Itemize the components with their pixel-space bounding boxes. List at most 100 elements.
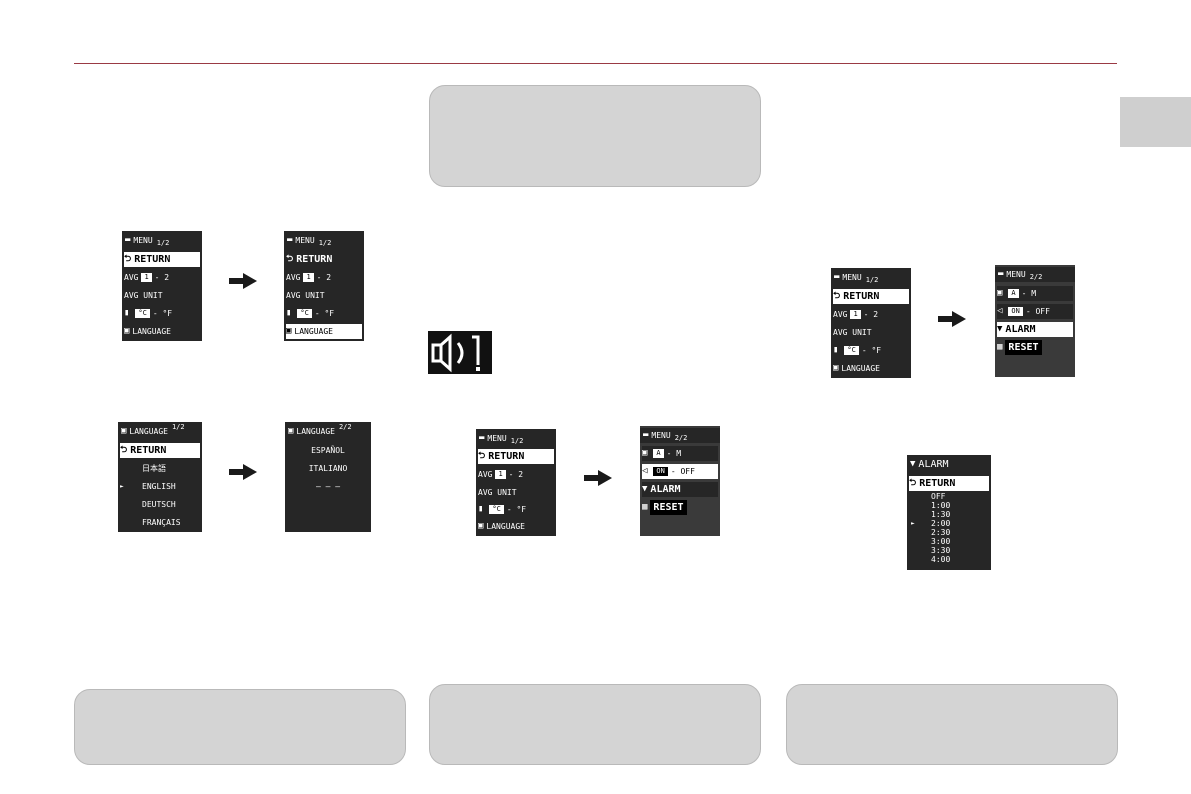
menu-item-avg-unit[interactable]: AVG UNIT (124, 291, 163, 300)
selected-value: °C (844, 346, 859, 355)
menu-item-label: AVG (833, 310, 848, 319)
arrow-right-icon (938, 311, 966, 327)
menu-item-label: LANGUAGE (294, 327, 333, 336)
alarm-icon: ▼ (910, 459, 916, 469)
thermometer-icon: ▮ (833, 345, 839, 355)
page-indicator: 2/2 (1029, 273, 1043, 281)
menu-item-return[interactable]: ⮌RETURN (833, 289, 909, 304)
menu-item-language[interactable]: ▣LANGUAGE (833, 361, 909, 376)
menu-item-label: RESET (1005, 340, 1042, 355)
language-icon: ▣ (997, 288, 1003, 298)
menu-title: MENU (487, 434, 507, 443)
menu-item-language[interactable]: ▣LANGUAGE (478, 519, 554, 534)
alt-value: - OFF (1025, 307, 1050, 316)
menu-item-label: ALARM (1005, 324, 1036, 335)
alt-value: - 2 (154, 273, 170, 282)
menu-item-label: LANGUAGE (132, 327, 171, 336)
menu-title: MENU (295, 236, 315, 245)
language-item-spanish[interactable]: ESPAÑOL (311, 446, 345, 455)
menu-title: MENU (133, 236, 153, 245)
menu-item-reset[interactable]: ▦RESET (997, 340, 1073, 355)
menu-item-label: AVG (286, 273, 301, 282)
menu-item-language[interactable]: ▣LANGUAGE (124, 324, 200, 339)
alt-value: - M (1021, 289, 1037, 298)
menu-item-label: LANGUAGE (841, 364, 880, 373)
note-box-top (429, 85, 761, 187)
selected-value: 1 (303, 273, 314, 282)
reset-icon: ▦ (997, 342, 1003, 352)
alarm-item-off[interactable]: OFF (931, 492, 946, 501)
menu-item-return[interactable]: ⮌RETURN (286, 252, 362, 267)
alt-value: - 2 (316, 273, 332, 282)
alarm-item-2-30[interactable]: 2:30 (931, 528, 951, 537)
alarm-item-1-30[interactable]: 1:30 (931, 510, 951, 519)
alt-value: - 2 (508, 470, 524, 479)
menu-item-temp-unit[interactable]: ▮ °C- °F (833, 343, 909, 358)
alarm-item-1-00[interactable]: 1:00 (931, 501, 951, 510)
language-title: LANGUAGE (129, 427, 168, 436)
selected-value: 1 (495, 470, 506, 479)
menu-item-reset[interactable]: ▦RESET (642, 500, 718, 515)
alarm-item-4-00[interactable]: 4:00 (931, 555, 951, 564)
menu-item-am[interactable]: ▣A- M (997, 286, 1073, 301)
menu-item-return[interactable]: ⮌RETURN (124, 252, 200, 267)
language-title: LANGUAGE (296, 427, 335, 436)
menu-item-sound[interactable]: ◁ON- OFF (997, 304, 1073, 319)
note-box-bottom-right (786, 684, 1118, 765)
alarm-item-return[interactable]: ⮌RETURN (909, 476, 989, 491)
menu-item-label: RETURN (919, 478, 956, 489)
menu-item-am[interactable]: ▣A- M (642, 446, 718, 461)
menu-item-return[interactable]: ⮌RETURN (478, 449, 554, 464)
thermometer-icon: ▮ (478, 504, 484, 514)
alarm-item-2-00[interactable]: ►2:00 (909, 519, 989, 528)
language-item-italian[interactable]: ITALIANO (308, 464, 348, 473)
menu-item-alarm[interactable]: ▼ALARM (642, 482, 718, 497)
menu-item-alarm[interactable]: ▼ALARM (997, 322, 1073, 337)
page-indicator: 1/2 (318, 239, 332, 247)
language-item-german[interactable]: DEUTSCH (142, 500, 176, 509)
menu-item-temp-unit[interactable]: ▮°C- °F (478, 502, 554, 517)
language-icon: ▣ (833, 363, 839, 373)
menu-item-label: RETURN (130, 445, 167, 456)
speaker-icon (428, 331, 492, 374)
selected-value: °C (297, 309, 312, 318)
alarm-item-3-00[interactable]: 3:00 (931, 537, 951, 546)
menu-item-sound[interactable]: ◁ON- OFF (642, 464, 718, 479)
menu-item-avg-unit[interactable]: AVG UNIT (286, 291, 325, 300)
thermometer-icon: ▮ (124, 308, 130, 318)
alt-value: - OFF (670, 467, 695, 476)
alarm-screen: ▼ALARM ⮌RETURN OFF 1:00 1:30 ►2:00 2:30 … (907, 455, 991, 570)
briefcase-icon: ▬ (479, 433, 485, 443)
menu-item-avg-unit[interactable]: AVG UNIT (833, 328, 872, 337)
menu-item-temp-unit[interactable]: ▮°C- °F (286, 306, 362, 321)
language-item-french[interactable]: FRANÇAIS (142, 518, 181, 527)
note-box-bottom-center (429, 684, 761, 765)
menu-title: MENU (842, 273, 862, 282)
menu-item-temp-unit[interactable]: ▮°C- °F (124, 306, 200, 321)
return-arrow-icon: ⮌ (120, 445, 128, 455)
menu-item-language[interactable]: ▣LANGUAGE (286, 324, 362, 339)
menu-item-avg-unit[interactable]: AVG UNIT (478, 488, 517, 497)
menu-title: MENU (1006, 270, 1026, 279)
language-item-japanese[interactable]: 日本語 (142, 464, 166, 473)
selected-value: ON (653, 467, 668, 476)
language-icon: ▣ (121, 426, 127, 436)
language-item-return[interactable]: ⮌RETURN (120, 443, 200, 458)
alt-value: - °F (152, 309, 173, 318)
alt-value: - °F (861, 346, 882, 355)
alarm-item-3-30[interactable]: 3:30 (931, 546, 951, 555)
language-item-english[interactable]: ►ENGLISH (120, 479, 200, 494)
